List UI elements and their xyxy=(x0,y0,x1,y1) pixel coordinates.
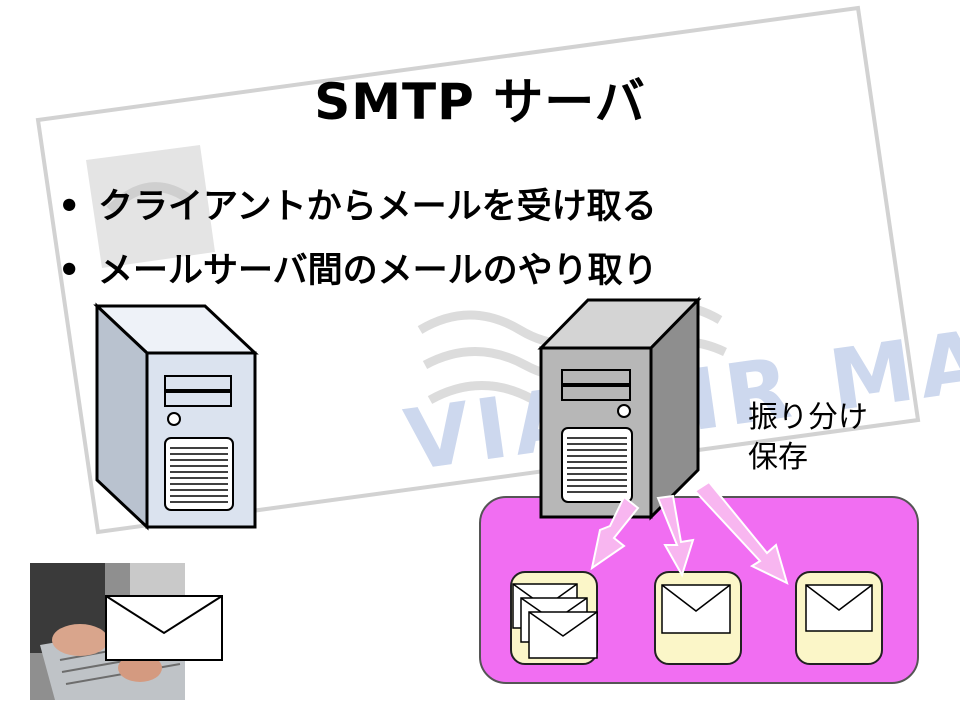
envelope-icon xyxy=(528,611,598,659)
note-line: 保存 xyxy=(748,440,808,475)
sort-arrow-3 xyxy=(693,480,789,585)
mail-server-icon xyxy=(537,296,702,521)
slide-title: SMTP サーバ xyxy=(314,73,646,131)
client-server-icon xyxy=(93,302,259,531)
sort-arrow-1 xyxy=(590,495,640,571)
bullet-dot: • xyxy=(58,251,81,291)
mailbox-2 xyxy=(654,571,742,665)
mailbox-1 xyxy=(510,571,598,665)
sort-arrow-2 xyxy=(656,494,695,578)
bullet-item: • メールサーバ間のメールのやり取り xyxy=(58,239,658,303)
bullet-text: メールサーバ間のメールのやり取り xyxy=(98,251,658,291)
bullet-item: • クライアントからメールを受け取る xyxy=(58,175,658,239)
sort-store-note: 振り分け 保存 xyxy=(748,398,868,478)
bullet-list: • クライアントからメールを受け取る • メールサーバ間のメールのやり取り xyxy=(58,175,658,303)
note-line: 振り分け xyxy=(748,400,868,435)
envelope-icon xyxy=(805,584,873,632)
bullet-text: クライアントからメールを受け取る xyxy=(98,187,657,227)
envelope-icon xyxy=(105,595,223,661)
mailbox-3 xyxy=(795,571,883,665)
envelope-icon xyxy=(661,584,731,634)
bullet-dot: • xyxy=(58,187,81,227)
